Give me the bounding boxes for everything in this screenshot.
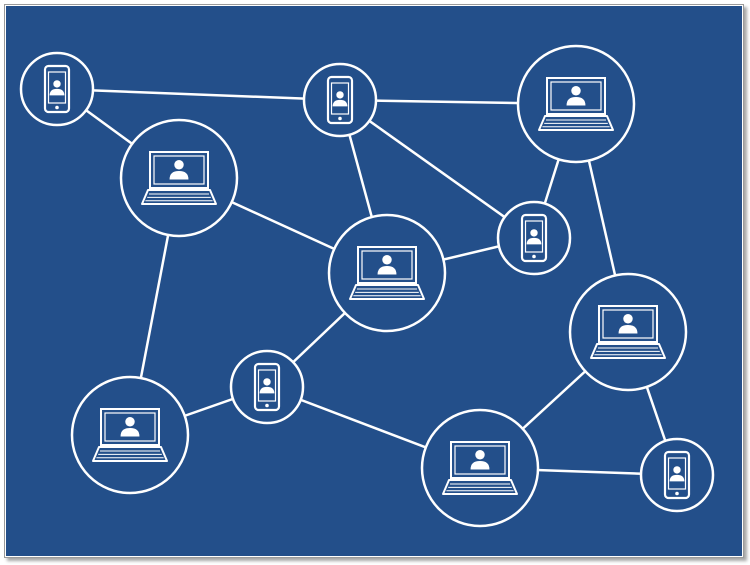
node-n4 <box>119 118 239 238</box>
person-head <box>623 314 633 324</box>
laptop-icon <box>92 408 168 462</box>
node-n3 <box>516 44 636 164</box>
laptop-screen <box>546 77 606 115</box>
person-body <box>470 461 490 470</box>
node-n1 <box>19 51 95 127</box>
phone-body <box>43 64 71 114</box>
laptop-icon <box>141 151 217 205</box>
phone-body <box>663 450 691 500</box>
person-head <box>475 450 485 460</box>
laptop-screen-inner <box>104 412 156 442</box>
phone-icon <box>326 75 354 125</box>
phone-button <box>55 105 59 110</box>
laptop-base <box>349 284 425 300</box>
person-head <box>382 255 392 265</box>
laptop-screen <box>100 408 160 446</box>
edge-n1-n2 <box>55 87 342 102</box>
phone-body <box>326 75 354 125</box>
person-body <box>169 171 189 180</box>
node-n2 <box>302 62 378 138</box>
phone-icon <box>663 450 691 500</box>
phone-button <box>265 403 269 408</box>
person-head <box>125 417 135 427</box>
laptop-screen <box>357 246 417 284</box>
laptop-screen <box>598 305 658 343</box>
phone-screen <box>524 220 544 253</box>
phone-button <box>532 254 536 259</box>
network-diagram <box>6 6 742 556</box>
person-head <box>530 229 538 237</box>
person-head <box>336 91 344 99</box>
person-head <box>53 80 61 88</box>
phone-icon <box>520 213 548 263</box>
laptop-screen-inner <box>153 155 205 185</box>
edge-n2-n5 <box>338 98 536 240</box>
laptop-screen-inner <box>602 309 654 339</box>
node-layer <box>19 44 715 528</box>
phone-button <box>338 116 342 121</box>
laptop-base <box>92 446 168 462</box>
laptop-screen-inner <box>550 81 602 111</box>
person-body <box>377 266 397 275</box>
person-body <box>259 386 275 394</box>
laptop-screen <box>450 441 510 479</box>
person-head <box>571 86 581 96</box>
person-head <box>174 160 184 170</box>
laptop-screen-inner <box>454 445 506 475</box>
laptop-base <box>442 479 518 495</box>
phone-icon <box>253 362 281 412</box>
phone-screen <box>667 457 687 490</box>
laptop-icon <box>349 246 425 300</box>
laptop-screen <box>149 151 209 189</box>
node-n11 <box>639 437 715 513</box>
phone-button <box>675 491 679 496</box>
phone-screen <box>47 71 67 104</box>
laptop-screen-inner <box>361 250 413 280</box>
laptop-icon <box>538 77 614 131</box>
person-body <box>526 237 542 245</box>
phone-body <box>520 213 548 263</box>
laptop-icon <box>442 441 518 495</box>
person-body <box>120 428 140 437</box>
laptop-base <box>141 189 217 205</box>
node-n7 <box>568 272 688 392</box>
phone-icon <box>43 64 71 114</box>
person-head <box>263 378 271 386</box>
laptop-base <box>538 115 614 131</box>
node-n6 <box>327 213 447 333</box>
person-body <box>332 99 348 107</box>
phone-screen <box>257 369 277 402</box>
diagram-frame <box>4 4 744 558</box>
phone-screen <box>330 82 350 115</box>
person-body <box>566 97 586 106</box>
laptop-base <box>590 343 666 359</box>
laptop-icon <box>590 305 666 359</box>
person-body <box>618 325 638 334</box>
node-n9 <box>70 375 190 495</box>
node-n10 <box>420 408 540 528</box>
person-head <box>673 466 681 474</box>
node-n5 <box>496 200 572 276</box>
phone-body <box>253 362 281 412</box>
node-n8 <box>229 349 305 425</box>
person-body <box>669 474 685 482</box>
person-body <box>49 88 65 96</box>
